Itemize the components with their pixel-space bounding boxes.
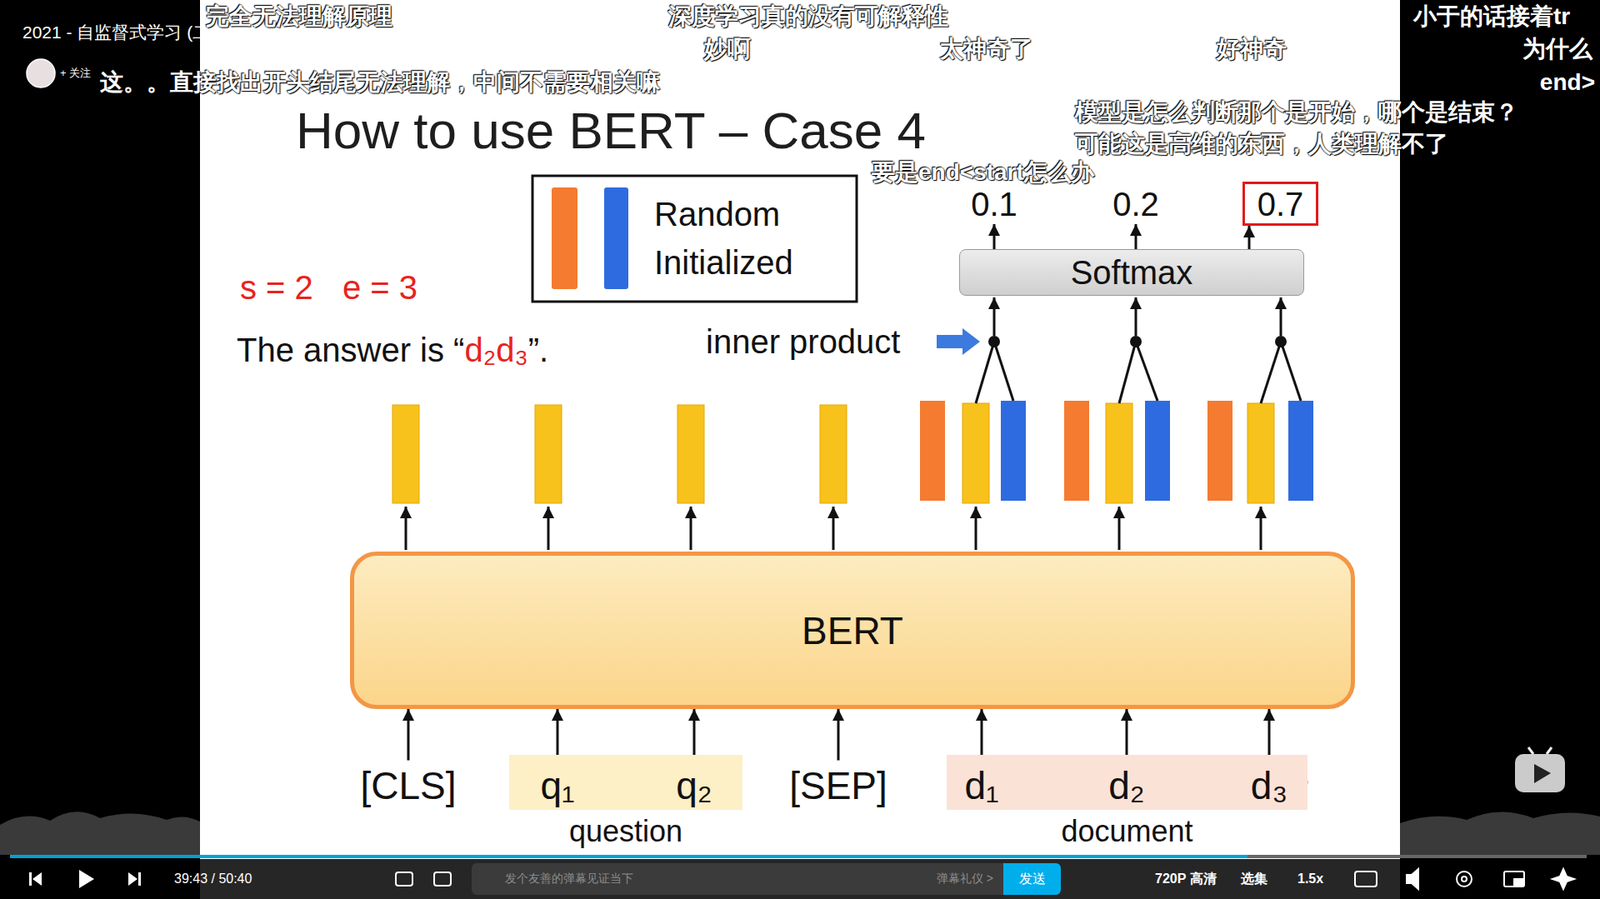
answer-text: ”. [528,333,549,367]
danmaku-comment: 妙啊 [704,36,751,63]
answer-line: The answer is “d₂d₃”. [236,333,549,367]
danmaku-comment: 这。。直接找出开头结尾无法理解，中间不需要相关嘛 [100,70,660,96]
connector-arrow [692,709,695,761]
danmaku-input: 发个友善的弹幕见证当下 弹幕礼仪 > [471,863,1004,895]
danmaku-comment: 为什么 [1522,36,1593,63]
output-arrows [405,506,1261,550]
node-text: BERT [801,611,904,650]
pointer-arrow [936,328,980,355]
connector-arrow [1267,709,1270,761]
slide-title: How to use BERT – Case 4 [295,105,926,157]
input-token: q₁ [536,764,578,809]
node-text: 0.7 [1257,187,1305,221]
connector-arrow [1248,225,1251,250]
probability-value: 0.2 [1112,187,1160,221]
question-band: questionq₁q₂ [509,755,743,810]
answer-text: The answer is “ [236,333,465,367]
legend-swatch [551,187,578,290]
danmaku-comment: 可能这是高维的东西，人类理解不了 [1075,131,1449,158]
send-button: 发送 [1003,863,1061,895]
end-index: e = 3 [342,270,418,305]
connector-arrow [980,709,983,761]
speed-button: 1.5x [1297,870,1324,887]
connector-arrow [1125,709,1128,761]
node-text: [CLS] [360,764,456,809]
danmaku-comment: 要是end<start怎么办 [871,160,1095,186]
connector-arrow [555,709,559,761]
node-text: Softmax [1070,255,1194,290]
node-text: d₃ [1250,764,1288,809]
danmaku-comment: end> [1540,70,1595,96]
episodes-button: 选集 [1240,870,1268,887]
input-token: d₂ [1105,764,1148,809]
band-label: document [1060,815,1193,849]
node-text: d₁ [964,764,999,809]
danmaku-comment: 完全无法理解原理 [205,4,393,30]
danmaku-comment: 小于的话接着tr [1413,4,1570,30]
node-text: 发个友善的弹幕见证当下 [505,871,634,887]
quality-button: 720P 高清 [1155,870,1217,887]
connector-arrow [836,709,840,761]
node-text: 弹幕礼仪 > [936,871,994,887]
softmax-box: Softmax [959,249,1305,296]
danmaku-comment: 模型是怎么判断那个是开始，哪个是结束？ [1075,100,1519,126]
inner-product-dots [988,335,1287,348]
inner-product-label: inner product [705,325,900,359]
connector-arrow [406,709,410,761]
probability-value: 0.1 [970,187,1018,221]
input-token: d₁ [960,764,1002,809]
time-display: 39:43 / 50:40 [174,870,252,887]
node-text: d₂ [1108,764,1145,809]
input-token: q₂ [672,764,715,809]
legend-frame [532,175,857,302]
bert-model-box: BERT [350,551,1355,710]
waveform [0,811,200,855]
legend-text: Random Initialized [654,190,834,287]
answer-span: d₂d₃ [464,333,528,367]
node-text: q₁ [540,764,575,809]
node-text: [SEP] [789,764,888,809]
node-text: q₂ [675,764,712,809]
danmaku-comment: 好神奇 [1216,36,1287,63]
input-token: [SEP] [785,764,891,809]
player-logo [1515,747,1565,793]
avatar [26,59,55,88]
follow-button: + 关注 [60,66,91,80]
input-token: [CLS] [356,764,460,809]
progress-fill [10,855,1248,859]
node-text: 发送 [1019,870,1046,889]
control-bar [0,859,1600,899]
playback-buttons [29,870,141,889]
start-index: s = 2 [240,270,314,305]
progress-track [10,855,1587,859]
input-token: d₃ [1247,764,1291,809]
danmaku-comment: 深度学习真的没有可解释性 [668,4,949,30]
waveform [1400,811,1600,855]
answer-probability-box: 0.7 [1242,181,1319,226]
band-label: question [569,815,683,849]
output-vectors [392,400,1314,504]
document-band: documentd₁d₂d₃ [946,755,1308,810]
legend-blue-swatch [604,187,629,290]
danmaku-comment: 太神奇了 [940,36,1034,63]
